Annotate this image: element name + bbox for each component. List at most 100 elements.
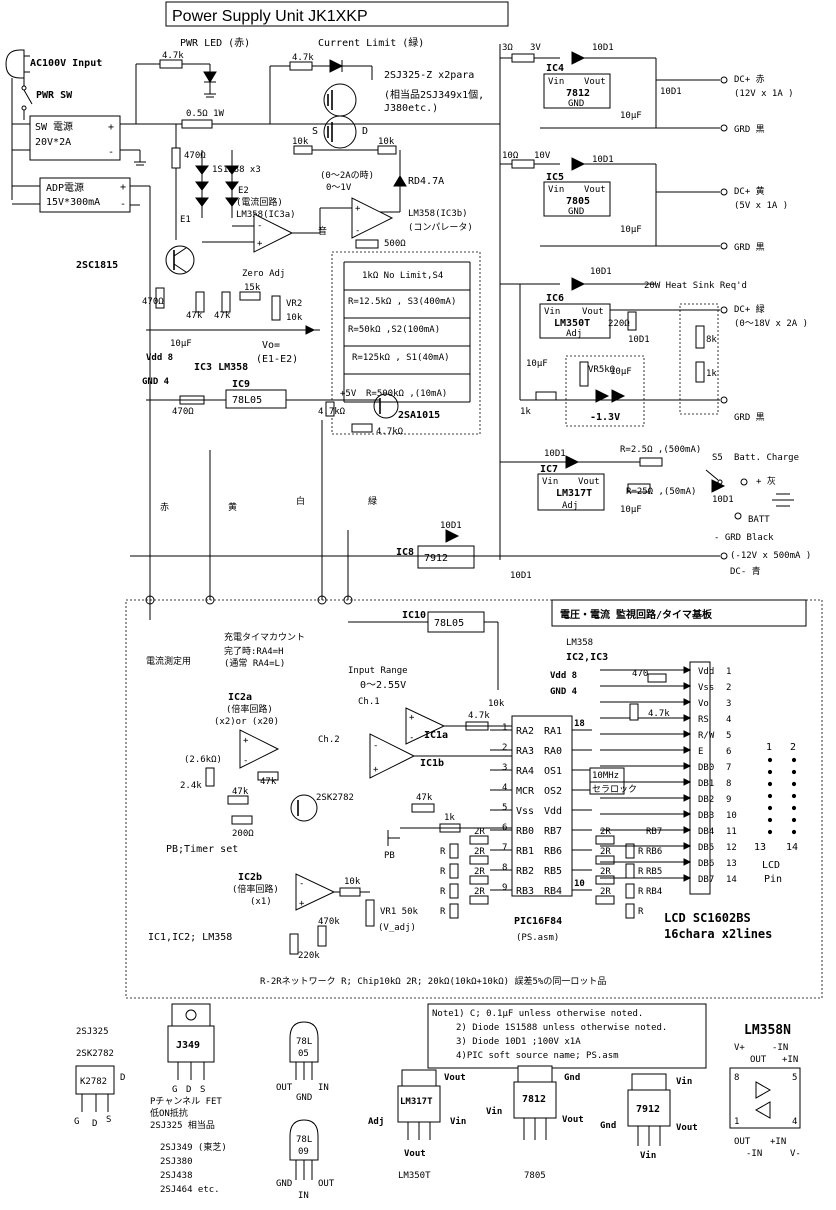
terminal-dc-minus: [720, 552, 728, 560]
lm358n-pin4: 4: [792, 1117, 797, 1127]
r-470-lcd-label: 470: [632, 669, 648, 679]
pin-dot: [767, 817, 773, 823]
pic-pin-ra0: RA0: [544, 746, 562, 757]
vdd8-label: Vdd 8: [146, 353, 173, 363]
7812-vout: Vout: [562, 1115, 584, 1125]
fet-part-label: 2SJ325-Z x2para: [384, 70, 474, 81]
pic-label: PIC16F84: [514, 916, 562, 927]
r-label: R: [440, 867, 446, 877]
current-measure-label: 電流測定用: [146, 655, 191, 667]
limit-s1: R=125kΩ , S1(40mA): [352, 353, 450, 363]
connector-green: [343, 595, 353, 605]
grd-label-1: GRD 黒: [734, 124, 765, 135]
sw-power-supply: [29, 115, 121, 161]
7912-vout: Vout: [676, 1123, 698, 1133]
ground-icon: [204, 93, 216, 98]
sw-psu-label: SW 電源: [35, 120, 73, 133]
r-47k-2-label: 47k: [232, 787, 249, 797]
ac-plug-icon: [5, 49, 30, 79]
lcd-pin-db5: DB5: [698, 843, 714, 853]
ic2a-plus: +: [243, 736, 249, 746]
lcd-pin-vss: Vss: [698, 683, 714, 693]
r-label: R: [638, 907, 644, 917]
diode-10d1-icon: [711, 479, 726, 493]
r-220k-label: 220k: [298, 951, 320, 961]
pb-timer-label: PB;Timer set: [166, 844, 238, 855]
ic6-label: IC6: [546, 293, 564, 304]
vr2-value: 10k: [286, 313, 303, 323]
r-4k7-led-label: 4.7k: [162, 51, 184, 61]
s5-label: S5: [712, 453, 723, 463]
ceramic-label: セラロック: [592, 784, 637, 795]
e2-label: E2: [238, 186, 249, 196]
connector-red: [145, 595, 155, 605]
pnp-transistor-icon: [373, 393, 399, 419]
78l05-label-2: 05: [298, 1049, 309, 1059]
dc-red-rating: (12V x 1A ): [734, 89, 794, 99]
n-channel-fet-icon: [290, 794, 318, 822]
79l09-in: IN: [298, 1191, 309, 1201]
ic3b-minus: -: [355, 226, 360, 236]
resistor-r: [625, 883, 635, 899]
rb-label-rb5: RB5: [646, 867, 662, 877]
resistor-500: [355, 239, 379, 249]
pin-arrow-icon: [683, 858, 692, 866]
limit-s0: R=500kΩ ,(10mA): [366, 389, 447, 399]
zener-rd47-icon: [393, 175, 407, 187]
lcd-model: LCD SC1602BS: [664, 911, 751, 925]
ic1a-label: IC1a: [424, 730, 448, 741]
r-47k-gate-label: 47k: [416, 793, 433, 803]
lcd-pin-num: 10: [726, 811, 737, 821]
limit-nolimit: 1kΩ No Limit,S4: [362, 271, 443, 281]
lm358n-pin1: 1: [734, 1117, 739, 1127]
lcd-pin-num: 8: [726, 779, 731, 789]
pic-pin-os2: OS2: [544, 786, 562, 797]
r2-label: 2R: [474, 827, 485, 837]
pin-dot: [791, 781, 797, 787]
ic7-vin: Vin: [542, 477, 558, 487]
alt-label-2: 2SJ380: [160, 1157, 193, 1167]
pin-dot: [791, 769, 797, 775]
pch-label-1: Pチャンネル FET: [150, 1096, 222, 1107]
terminal-grd-3: [720, 396, 728, 404]
r-470k-label: 470k: [318, 917, 340, 927]
r-10k-a-label: 10k: [292, 137, 309, 147]
lcd-pin-db0: DB0: [698, 763, 714, 773]
timer-label-3: (通常 RA4=L): [224, 657, 285, 669]
pin-dot: [767, 781, 773, 787]
resistor-220: [627, 311, 637, 331]
resistor-47k-b: [221, 291, 231, 313]
pch-label-3: 2SJ325 相当品: [150, 1119, 215, 1131]
sw-psu-minus: -: [108, 147, 114, 158]
d10d1-ic4-b: 10D1: [660, 87, 682, 97]
r-label: R: [440, 847, 446, 857]
ch1-label: Ch.1: [358, 697, 380, 707]
terminal-dc-green: [720, 306, 728, 314]
gnd4-board-label: GND 4: [550, 687, 578, 697]
part-2sk2782: 2SK2782: [76, 1049, 114, 1059]
resistor-4k7-lcd: [629, 703, 639, 721]
lm358n-title: LM358N: [744, 1023, 791, 1038]
comparator-label: (コンパレータ): [408, 222, 473, 233]
lcd-pin-vdd: Vdd: [698, 667, 714, 677]
lcd-pin-num: 4: [726, 715, 731, 725]
pin-arrow-icon: [683, 794, 692, 802]
resistor-10k-vr1: [339, 887, 361, 897]
r-470-top-label: 470Ω: [184, 151, 206, 161]
vr2-label: VR2: [286, 299, 302, 309]
r-220-label: 220Ω: [608, 319, 630, 329]
c-10uf-label: 10μF: [170, 339, 192, 349]
sw-psu-plus: +: [108, 122, 114, 133]
lm358-label: LM358: [566, 638, 593, 648]
resistor-4k7-cl: [289, 61, 313, 71]
batt-charge-label: Batt. Charge: [734, 453, 799, 463]
r2r-note: R-2Rネットワーク R; Chip10kΩ 2R; 20kΩ(10kΩ+10k…: [260, 975, 606, 987]
pwr-sw-label: PWR SW: [36, 90, 73, 101]
r-8k-label: 8k: [706, 335, 717, 345]
pic-pin-vdd: Vdd: [544, 806, 562, 817]
resistor-r: [449, 843, 459, 859]
e1-label: E1: [180, 215, 191, 225]
79l09-label-1: 78L: [296, 1135, 312, 1145]
pic-pin-num: 3: [502, 763, 507, 773]
monitor-board: [125, 599, 823, 999]
